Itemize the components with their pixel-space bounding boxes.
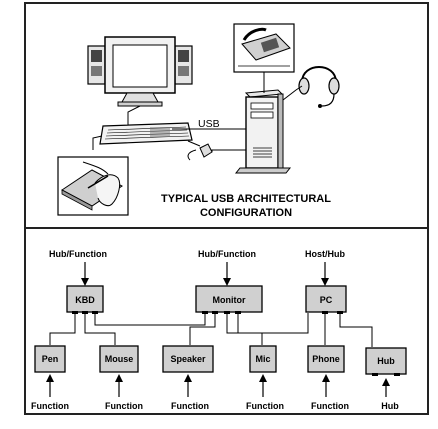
phone-device-box: Phone xyxy=(307,345,345,373)
monitor-illustration xyxy=(104,36,176,107)
pen-role-label: Function xyxy=(31,401,69,411)
phone-label: Phone xyxy=(312,354,340,364)
mouse-role-label: Function xyxy=(105,401,143,411)
mouse-device-box: Mouse xyxy=(99,345,139,373)
phone-role-label: Function xyxy=(311,401,349,411)
speaker-device-box: Speaker xyxy=(162,345,214,373)
figure-title-line1: TYPICAL USB ARCHITECTURAL xyxy=(161,193,331,205)
usb-cable-label: USB xyxy=(198,118,220,130)
mic-device-box: Mic xyxy=(249,345,277,373)
downstream-hub-box: Hub xyxy=(365,347,407,376)
headset-illustration xyxy=(298,66,340,108)
bottom-panel: Hub/Function Hub/Function Host/Hub KBD M… xyxy=(31,249,407,411)
pen-tablet-illustration xyxy=(57,156,129,216)
downstream-hub-label: Hub xyxy=(377,356,395,366)
pen-device-box: Pen xyxy=(34,345,66,373)
pc-hub-box: PC xyxy=(305,285,347,314)
pen-label: Pen xyxy=(42,354,59,364)
right-speaker-illustration xyxy=(174,45,193,85)
usb-cables xyxy=(92,72,303,152)
monitor-label: Monitor xyxy=(213,295,246,305)
kbd-role-label: Hub/Function xyxy=(49,249,107,259)
speaker-label: Speaker xyxy=(170,354,206,364)
pc-role-label: Host/Hub xyxy=(305,249,345,259)
keyboard-illustration xyxy=(99,122,193,145)
monitor-hub-box: Monitor xyxy=(195,285,263,314)
kbd-label: KBD xyxy=(75,295,95,305)
figure-title-line2: CONFIGURATION xyxy=(200,207,292,219)
telephone-illustration xyxy=(233,23,295,73)
speaker-role-label: Function xyxy=(171,401,209,411)
hub-role-label: Hub xyxy=(381,401,399,411)
usb-topology-connections xyxy=(49,313,373,347)
top-panel: USB TYPICAL USB ARCHITECTURAL CONFIGURAT… xyxy=(57,23,340,219)
mouse-label: Mouse xyxy=(105,354,134,364)
kbd-hub-box: KBD xyxy=(66,285,104,314)
pc-label: PC xyxy=(320,295,333,305)
mic-role-label: Function xyxy=(246,401,284,411)
left-speaker-illustration xyxy=(87,45,106,85)
tower-pc-illustration xyxy=(234,89,292,174)
monitor-role-label: Hub/Function xyxy=(198,249,256,259)
mic-label: Mic xyxy=(255,354,270,364)
